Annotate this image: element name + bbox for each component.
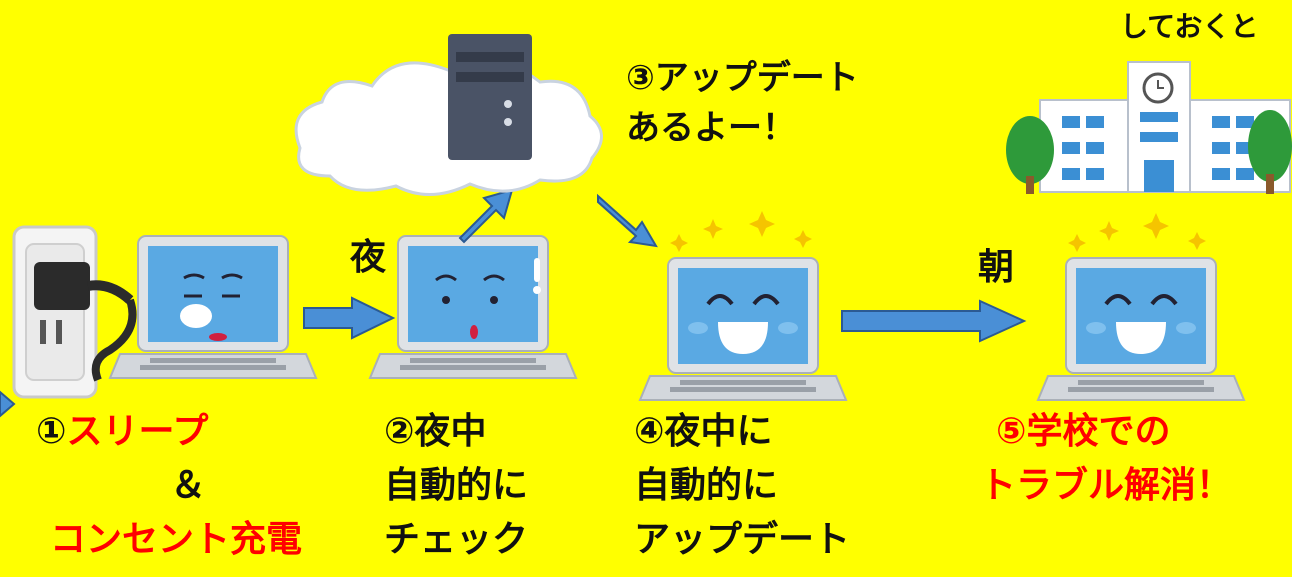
previous-step-arrow-icon <box>0 390 16 418</box>
step4-line3: アップデート <box>634 519 851 560</box>
sparkle-icon <box>670 211 812 252</box>
step1-detail: コンセント充電 <box>50 519 303 560</box>
night-label: 夜 <box>350 237 387 278</box>
laptop-icon <box>1037 257 1245 401</box>
arrow-right-icon <box>841 299 1027 343</box>
step5-line1: ⑤学校での <box>996 411 1171 452</box>
step4-line1: ④夜中に <box>634 411 773 452</box>
step2-line2: 自動的に <box>384 465 529 506</box>
step2-line3: チェック <box>384 519 529 560</box>
cloud-caption-line2: あるよー！ <box>626 108 796 148</box>
power-outlet-icon <box>12 225 134 399</box>
arrow-up-right-icon <box>458 188 514 244</box>
step1-connector: ＆ <box>170 465 207 506</box>
sparkle-icon <box>1068 213 1206 252</box>
cloud-caption-line1: ③アップデート <box>626 58 859 98</box>
arrow-down-right-icon <box>597 193 658 248</box>
step5-line2: トラブル解消！ <box>980 465 1233 506</box>
step4-line2: 自動的に <box>634 465 779 506</box>
server-icon <box>448 34 532 160</box>
morning-label: 朝 <box>978 247 1015 288</box>
top-right-caption: しておくと <box>1120 10 1259 43</box>
step1-title: ①スリープ <box>36 410 208 453</box>
arrow-right-icon <box>303 296 396 340</box>
laptop-icon <box>109 235 317 379</box>
school-building-icon <box>1006 61 1292 194</box>
step1-sleep: スリープ <box>66 411 209 452</box>
laptop-icon <box>369 235 577 379</box>
step2-line1: ②夜中 <box>384 411 487 452</box>
laptop-icon <box>639 257 847 401</box>
step1-number: ① <box>36 411 67 452</box>
